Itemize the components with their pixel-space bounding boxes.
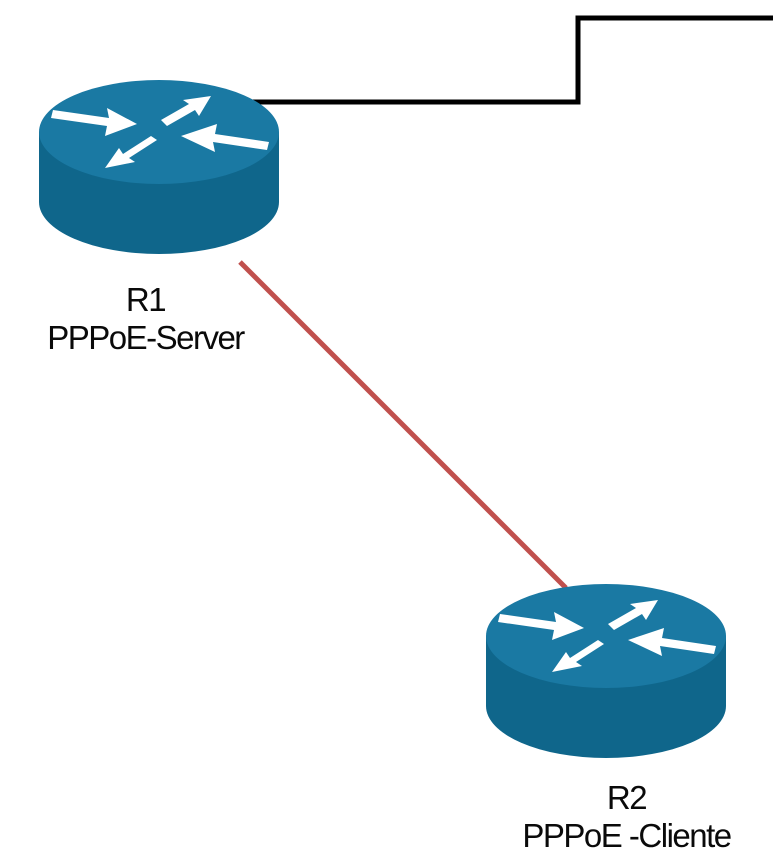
router-r1-label: R1 PPPoE-Server [8, 281, 283, 357]
router-r1-role: PPPoE-Server [47, 319, 245, 356]
link-r1-uplink [252, 15, 773, 105]
link-r1-r2 [238, 260, 568, 590]
router-r1-name: R1 [125, 281, 167, 318]
router-r2-name: R2 [606, 779, 648, 816]
router-r2-role: PPPoE -Cliente [522, 817, 732, 854]
router-r2-icon [486, 584, 726, 758]
router-r2-label: R2 PPPoE -Cliente [480, 779, 773, 855]
router-r1-icon [39, 80, 279, 254]
